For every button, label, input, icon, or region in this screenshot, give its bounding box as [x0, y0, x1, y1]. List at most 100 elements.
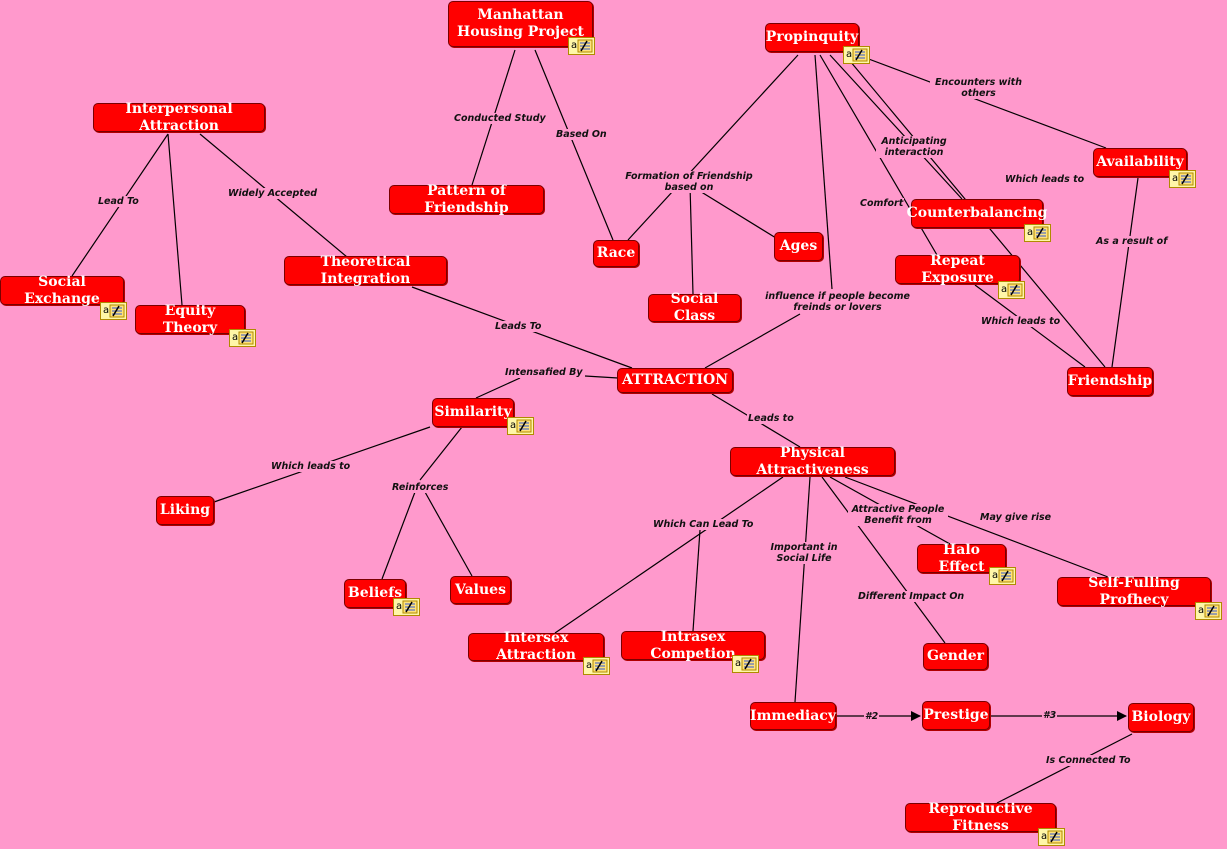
svg-text:a: a [846, 49, 852, 60]
link-label-conducted-study: Conducted Study [453, 113, 547, 124]
annotation-note-icon[interactable]: a [568, 37, 595, 55]
link-label-n3: #3 [1042, 710, 1058, 721]
link-label-encounters: Encounters with others [930, 77, 1027, 99]
annotation-note-icon[interactable]: a [1024, 224, 1051, 242]
svg-text:a: a [735, 658, 741, 669]
node-pattern-of-friendship[interactable]: Pattern of Friendship [389, 183, 544, 216]
svg-text:a: a [396, 601, 402, 612]
annotation-note-icon[interactable]: a [583, 657, 610, 675]
node-immediacy[interactable]: Immediacy [750, 702, 836, 730]
node-attraction[interactable]: ATTRACTION [617, 368, 733, 393]
line-propinquity-race [627, 54, 799, 241]
line-formation-ages [689, 184, 777, 239]
node-race[interactable]: Race [593, 240, 639, 267]
link-label-which-leads-to-1: Which leads to [1004, 174, 1086, 185]
node-physical-attractiveness[interactable]: Physical Attractiveness [730, 445, 895, 478]
line-manhattan-race [534, 49, 614, 241]
svg-text:a: a [510, 420, 516, 431]
annotation-note-icon[interactable]: a [507, 417, 534, 435]
link-label-may-give-rise: May give rise [979, 512, 1053, 523]
node-ages[interactable]: Ages [774, 232, 823, 261]
line-intensafied-similarity [475, 377, 521, 399]
node-values[interactable]: Values [450, 576, 511, 604]
link-label-which-leads-to-3: Which leads to [270, 461, 352, 472]
node-theoretical-integration[interactable]: Theoretical Integration [284, 254, 447, 287]
link-label-benefit: Attractive People Benefit from [848, 504, 948, 526]
line-attraction-intensafied [584, 375, 619, 379]
line-propinquity-counterbalancing [829, 54, 963, 200]
link-label-based-on: Based On [555, 129, 608, 140]
node-biology[interactable]: Biology [1128, 703, 1194, 732]
link-label-widely-accepted: Widely Accepted [227, 188, 319, 199]
node-prestige[interactable]: Prestige [922, 701, 990, 730]
link-label-important: Important in Social Life [752, 542, 856, 564]
node-social-exchange[interactable]: Social Exchange [0, 274, 124, 307]
node-similarity[interactable]: Similarity [432, 398, 514, 427]
node-social-class[interactable]: Social Class [648, 291, 741, 324]
line-propinquity-influence [814, 54, 833, 290]
annotation-note-icon[interactable]: a [100, 302, 127, 320]
annotation-note-icon[interactable]: a [1169, 170, 1196, 188]
svg-text:a: a [1041, 831, 1047, 842]
link-label-which-leads-to-2: Which leads to [980, 316, 1062, 327]
annotation-note-icon[interactable]: a [843, 46, 870, 64]
node-repeat-exposure[interactable]: Repeat Exposure [895, 253, 1020, 286]
svg-text:a: a [232, 332, 238, 343]
annotation-note-icon[interactable]: a [989, 567, 1016, 585]
link-label-influence: influence if people become freinds or lo… [764, 291, 911, 313]
link-label-connected: Is Connected To [1045, 755, 1132, 766]
svg-text:a: a [1001, 284, 1007, 295]
annotation-note-icon[interactable]: a [998, 281, 1025, 299]
link-label-which-can-lead-to: Which Can Lead To [652, 519, 755, 530]
link-label-leads-to-1: Leads To [494, 321, 543, 332]
node-equity-theory[interactable]: Equity Theory [135, 303, 245, 336]
line-propinquity-availability [857, 54, 1107, 149]
node-self-fulling-profhecy[interactable]: Self-Fulling Profhecy [1057, 575, 1211, 608]
link-label-formation: Formation of Friendship based on [624, 171, 754, 193]
annotation-note-icon[interactable]: a [229, 329, 256, 347]
svg-text:a: a [103, 305, 109, 316]
line-biology-reproductive [996, 733, 1133, 804]
node-intersex-attraction[interactable]: Intersex Attraction [468, 630, 604, 663]
line-physical-gender [821, 476, 946, 644]
link-label-leads-to-2: Leads to [747, 413, 795, 424]
annotation-note-icon[interactable]: a [1038, 828, 1065, 846]
line-physical-immediacy [794, 476, 811, 703]
line-influence-attraction [704, 313, 801, 369]
node-interpersonal-attraction[interactable]: Interpersonal Attraction [93, 101, 265, 134]
annotation-note-icon[interactable]: a [732, 655, 759, 673]
line-interpersonal-equity [167, 133, 183, 306]
link-label-n2: #2 [864, 711, 880, 722]
svg-text:a: a [992, 570, 998, 581]
svg-text:a: a [1198, 605, 1204, 616]
line-reinforces-values [424, 491, 473, 577]
node-manhattan-housing-project[interactable]: Manhattan Housing Project [448, 1, 593, 47]
node-propinquity[interactable]: Propinquity [765, 23, 859, 52]
line-physical-selffulfilling [844, 476, 1109, 578]
node-gender[interactable]: Gender [923, 643, 988, 670]
node-friendship[interactable]: Friendship [1067, 367, 1153, 396]
svg-text:a: a [1172, 173, 1178, 184]
svg-text:a: a [586, 660, 592, 671]
line-availability-friendship [1111, 177, 1139, 368]
annotation-note-icon[interactable]: a [393, 598, 420, 616]
line-formation-social-class [689, 184, 694, 295]
annotation-note-icon[interactable]: a [1195, 602, 1222, 620]
link-label-comfort: Comfort [859, 198, 905, 209]
link-label-reinforces: Reinforces [391, 482, 450, 493]
node-counterbalancing[interactable]: Counterbalancing [907, 199, 1047, 228]
link-label-lead-to: Lead To [97, 196, 140, 207]
line-physical-intersex [554, 476, 784, 634]
link-label-intensafied: Intensafied By [504, 367, 584, 378]
line-reinforces-beliefs [381, 491, 416, 580]
node-reproductive-fitness[interactable]: Reproductive Fitness [905, 801, 1056, 834]
node-liking[interactable]: Liking [156, 496, 214, 525]
line-whichcan-intrasex [692, 529, 701, 632]
link-label-anticipating: Anticipating interaction [876, 136, 952, 158]
link-label-as-a-result: As a result of [1095, 236, 1169, 247]
link-label-different-impact: Different Impact On [857, 591, 966, 602]
svg-text:a: a [1027, 227, 1033, 238]
line-similarity-reinforces [419, 426, 463, 481]
